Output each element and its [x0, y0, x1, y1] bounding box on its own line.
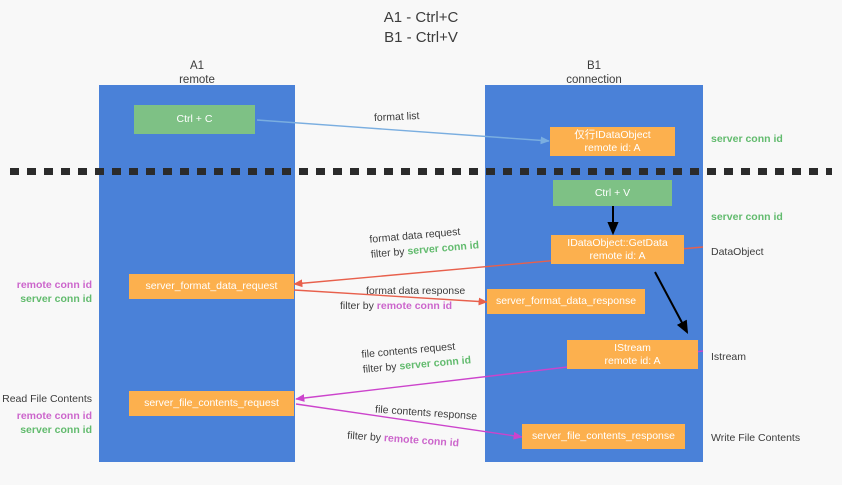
filter-value-remote-conn-id-2: remote conn id [383, 432, 460, 450]
annotation-file-contents-response-text: file contents response [374, 403, 478, 423]
box-idataobject-getdata[interactable]: IDataObject::GetData remote id: A [551, 235, 684, 264]
lane-header-b1: B1 connection [485, 59, 703, 87]
label-server-conn-id-2: server conn id [20, 424, 92, 436]
label-write-file-contents: Write File Contents [711, 432, 801, 444]
box-server-format-data-response[interactable]: server_format_data_response [487, 289, 645, 314]
title-line-1: A1 - Ctrl+C [383, 9, 459, 26]
annotation-format-list: format list [374, 109, 420, 126]
filter-prefix-3: filter by [362, 360, 400, 376]
box-server-file-contents-response-label: server_file_contents_response [531, 430, 675, 442]
label-read-file-contents: Read File Contents [2, 393, 92, 405]
annotation-file-contents-request: file contents request filter by server c… [361, 338, 472, 377]
label-conn-ids-format: remote conn id server conn id [0, 278, 92, 306]
filter-prefix-4: filter by [346, 429, 385, 445]
annotation-format-data-request: format data request filter by server con… [369, 223, 480, 262]
label-server-conn-id-1: server conn id [20, 293, 92, 305]
label-server-conn-id-mid: server conn id [711, 211, 783, 223]
label-dataobject: DataObject [711, 246, 764, 258]
filter-prefix-2: filter by [340, 300, 377, 312]
lane-header-a1: A1 remote [99, 59, 295, 87]
annotation-file-contents-response-filter: filter by remote conn id [347, 429, 476, 453]
lane-a1-subtitle: remote [179, 74, 215, 86]
label-istream: Istream [711, 351, 747, 363]
box-idataobject-getdata-line1: IDataObject::GetData [567, 236, 668, 249]
box-idataobject-getdata-line2: remote id: A [589, 249, 646, 262]
annotation-file-contents-response: file contents response filter by remote … [347, 402, 478, 452]
annotation-format-data-response-filter: filter by remote conn id [340, 299, 465, 314]
box-server-file-contents-response[interactable]: server_file_contents_response [522, 424, 685, 449]
title-line-2: B1 - Ctrl+V [384, 29, 458, 46]
label-server-conn-id-top: server conn id [711, 133, 783, 145]
box-idataobject-create-line2: remote id: A [584, 141, 641, 154]
box-ctrl-c[interactable]: Ctrl + C [134, 105, 255, 134]
box-server-format-data-response-label: server_format_data_response [495, 295, 637, 307]
lane-b1-title: B1 [586, 60, 602, 72]
filter-value-remote-conn-id-1: remote conn id [376, 300, 453, 312]
annotation-format-list-text: format list [373, 110, 420, 124]
phase-divider [10, 168, 832, 175]
box-ctrl-v-label: Ctrl + V [594, 186, 631, 199]
box-server-file-contents-request[interactable]: server_file_contents_request [129, 391, 294, 416]
lane-b1-subtitle: connection [566, 74, 622, 86]
box-ctrl-v[interactable]: Ctrl + V [553, 180, 672, 206]
annotation-format-data-response-text: format data response [366, 285, 466, 297]
box-idataobject-create-line1: 仅行IDataObject [574, 128, 651, 141]
lane-a1-title: A1 [189, 60, 205, 72]
label-remote-conn-id-2: remote conn id [16, 410, 92, 422]
page-title: A1 - Ctrl+C B1 - Ctrl+V [0, 8, 842, 48]
box-server-format-data-request-label: server_format_data_request [145, 280, 278, 292]
box-idataobject-create[interactable]: 仅行IDataObject remote id: A [550, 127, 675, 156]
box-istream[interactable]: IStream remote id: A [567, 340, 698, 369]
box-ctrl-c-label: Ctrl + C [176, 113, 213, 125]
box-server-format-data-request[interactable]: server_format_data_request [129, 274, 294, 299]
box-istream-line2: remote id: A [604, 354, 661, 367]
box-istream-line1: IStream [614, 341, 651, 354]
box-server-file-contents-request-label: server_file_contents_request [144, 397, 279, 409]
label-remote-conn-id-1: remote conn id [16, 279, 92, 291]
label-conn-ids-file: remote conn id server conn id [0, 409, 92, 437]
filter-prefix-1: filter by [370, 245, 408, 261]
annotation-format-data-response: format data response filter by remote co… [340, 284, 466, 314]
